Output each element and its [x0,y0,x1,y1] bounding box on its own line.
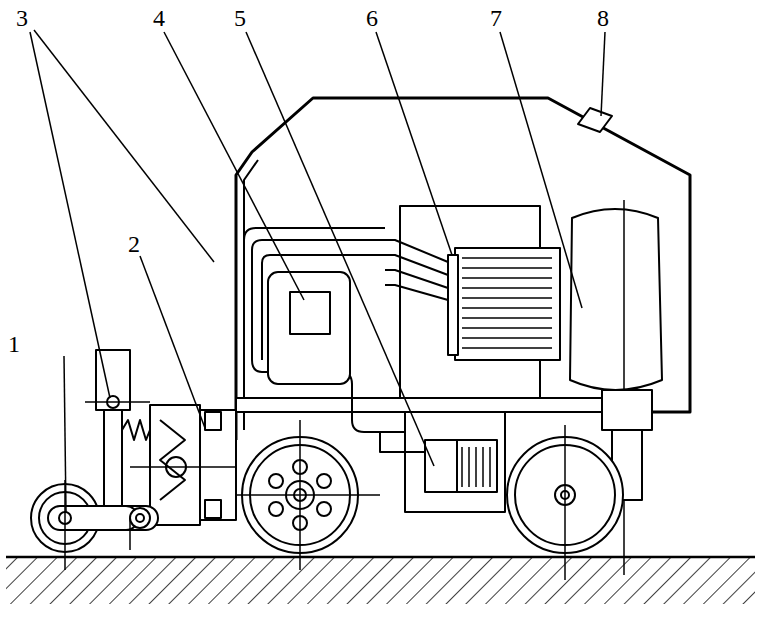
housing-outline [236,98,690,440]
frame-beam [236,398,650,412]
mount-plate [200,410,236,520]
callout-number: 1 [8,332,20,356]
callout-number: 6 [366,6,378,30]
motor-fins [455,248,560,360]
slide-bracket [150,405,200,525]
tank [570,209,662,390]
ground-line [6,556,755,559]
callout-number: 7 [490,6,502,30]
callout-number: 3 [16,6,28,30]
callout-number: 4 [153,6,165,30]
drive-mount [405,412,505,512]
callout-number: 2 [128,232,140,256]
ground-hatch [6,558,755,604]
callout-number: 8 [597,6,609,30]
callout-number: 5 [234,6,246,30]
leader-lines [30,30,605,512]
roof-lamp [578,108,612,132]
pump-unit [268,272,350,384]
